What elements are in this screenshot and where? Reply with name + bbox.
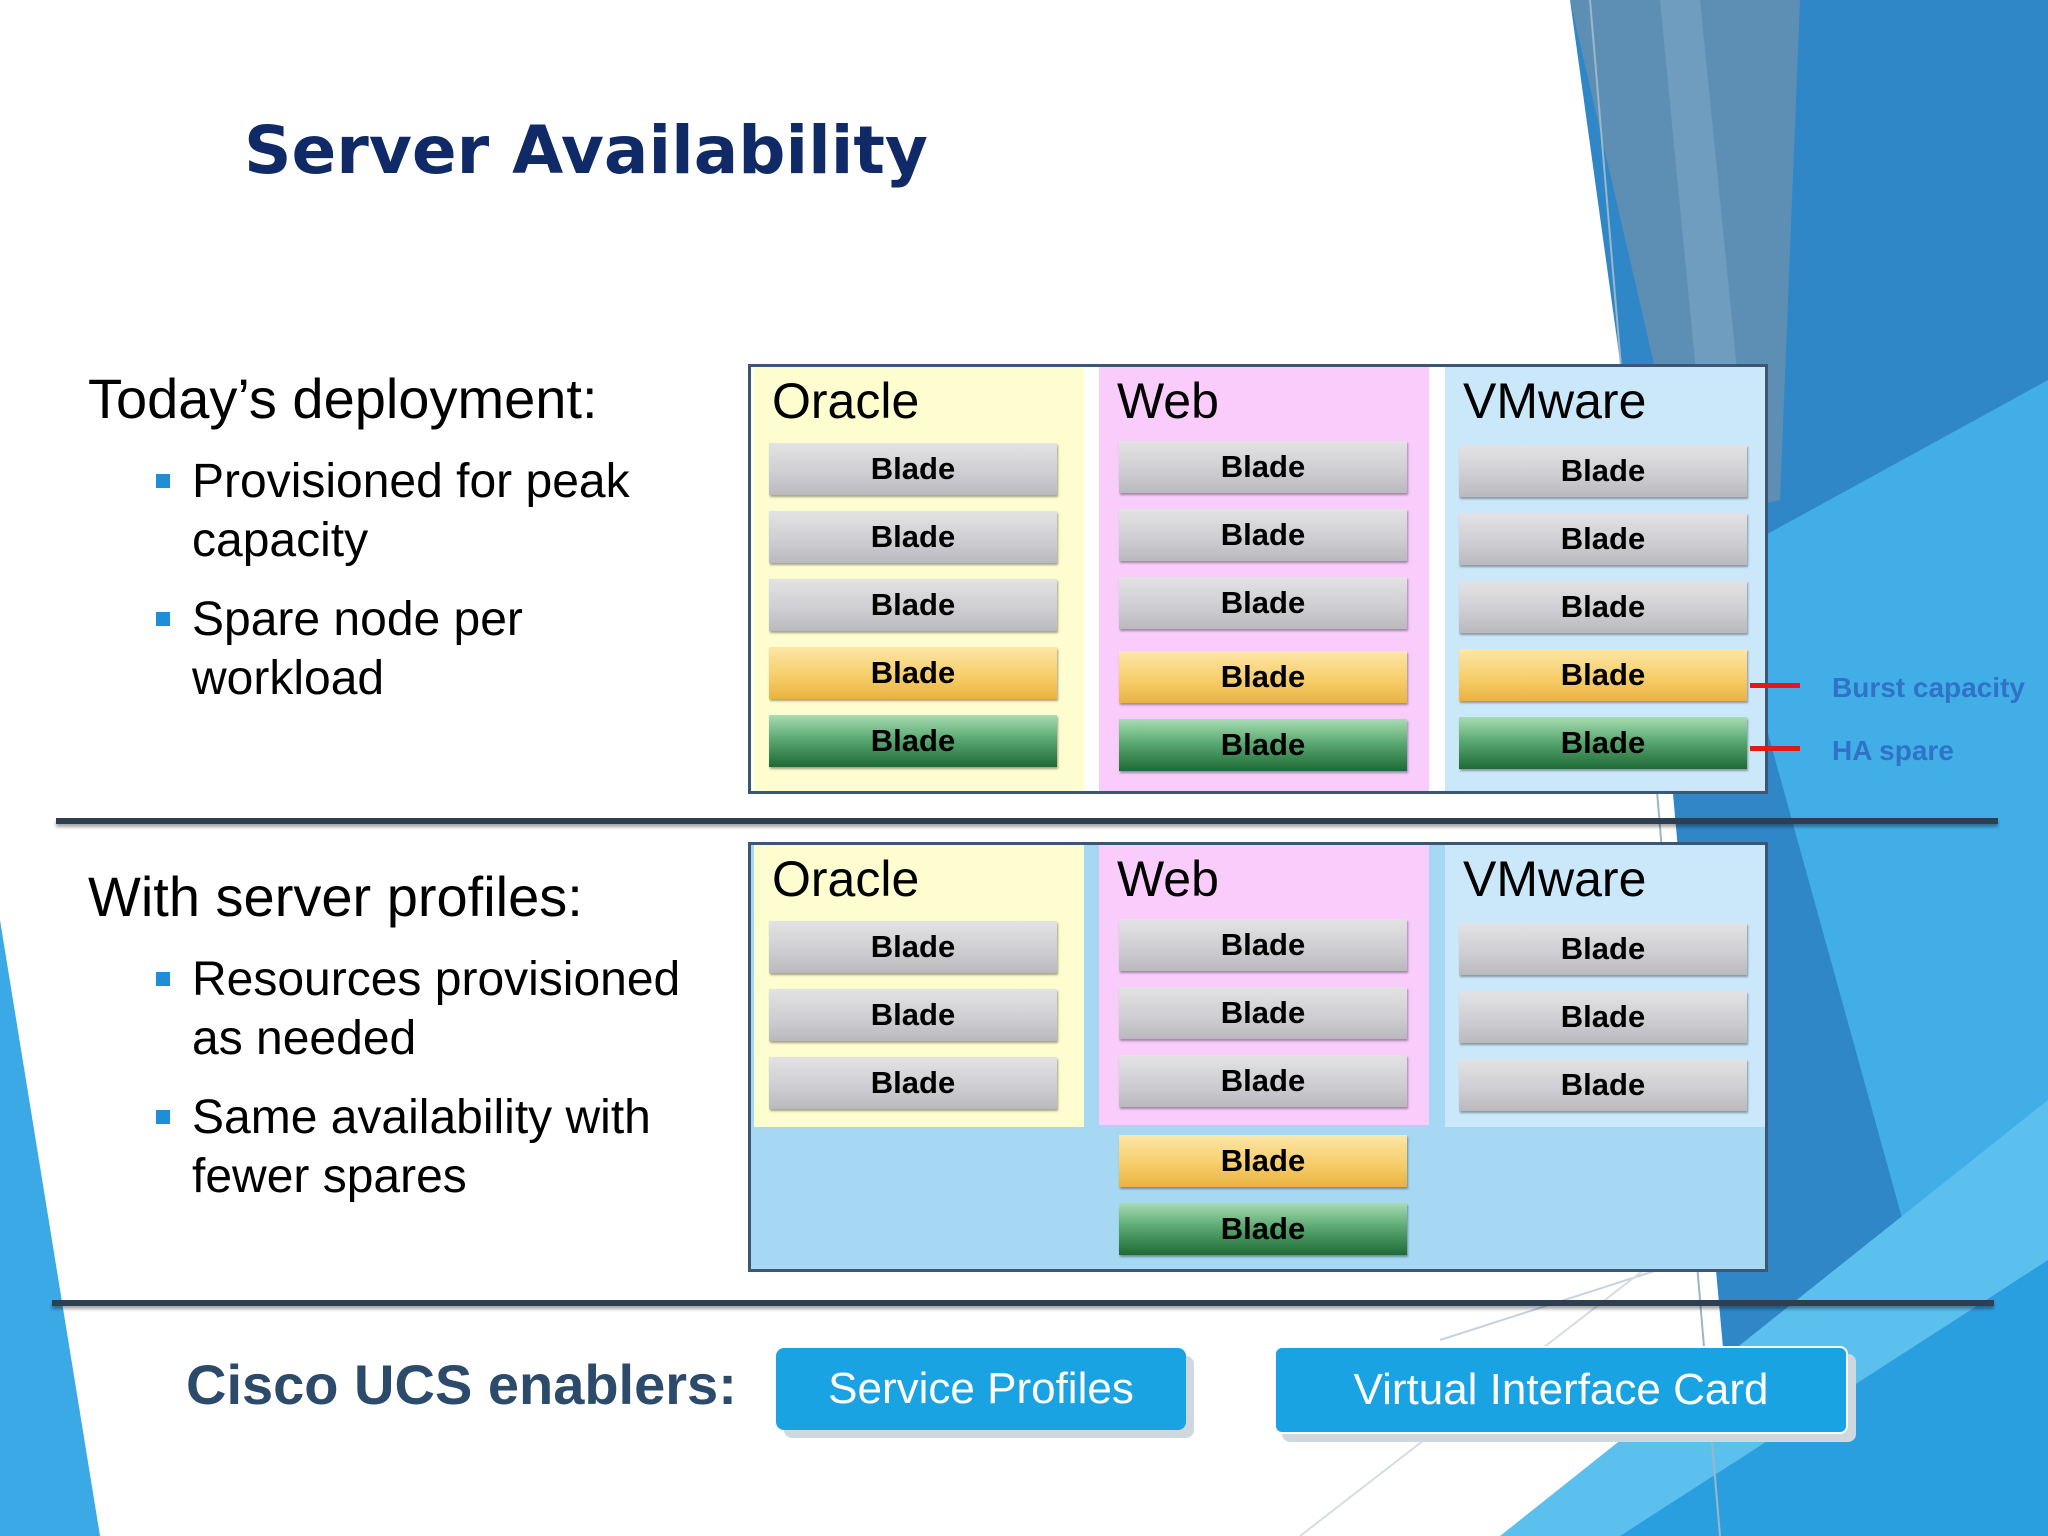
- blade: Blade: [769, 1057, 1057, 1109]
- top-web-column: Web Blade Blade Blade Blade Blade: [1099, 367, 1429, 791]
- shared-burst-blade: Blade: [1119, 1135, 1407, 1187]
- bottom-bullet-2: Same availability with fewer spares: [156, 1088, 732, 1206]
- top-bullet-1-text: Provisioned for peak capacity: [192, 455, 630, 567]
- top-bullet-2-text: Spare node per workload: [192, 593, 523, 705]
- ha-spare-label: HA spare: [1832, 735, 1954, 766]
- blade: Blade: [1119, 919, 1407, 971]
- blade: Blade: [769, 511, 1057, 563]
- bullet-marker: [156, 972, 170, 986]
- enablers-label: Cisco UCS enablers:: [186, 1353, 737, 1416]
- bottom-oracle-column: Oracle Blade Blade Blade: [754, 845, 1084, 1127]
- blade: Blade: [1459, 445, 1747, 497]
- top-vmware-column: VMware Blade Blade Blade Blade Blade: [1445, 367, 1765, 791]
- burst-blade: Blade: [769, 647, 1057, 699]
- top-bullet-2: Spare node per workload: [156, 590, 712, 708]
- blade: Blade: [769, 989, 1057, 1041]
- page-title: Server Availability: [244, 112, 928, 189]
- ha-spare-blade: Blade: [1459, 717, 1747, 769]
- ha-spare-blade: Blade: [769, 715, 1057, 767]
- blade: Blade: [1459, 513, 1747, 565]
- section-divider: [56, 818, 1998, 824]
- burst-legend-line: [1750, 683, 1800, 688]
- column-title-vmware: VMware: [1463, 851, 1647, 907]
- blade: Blade: [1119, 987, 1407, 1039]
- blade: Blade: [1459, 991, 1747, 1043]
- blade: Blade: [1459, 923, 1747, 975]
- virtual-interface-card-button[interactable]: Virtual Interface Card: [1274, 1346, 1848, 1434]
- server-profiles-panel: Oracle Blade Blade Blade Web Blade Blade…: [748, 842, 1768, 1272]
- ha-legend-line: [1750, 746, 1800, 751]
- blade: Blade: [769, 921, 1057, 973]
- bottom-bullet-1: Resources provisioned as needed: [156, 950, 732, 1068]
- bottom-web-column: Web Blade Blade Blade: [1099, 845, 1429, 1125]
- top-deployment-panel: Oracle Blade Blade Blade Blade Blade Web…: [748, 364, 1768, 794]
- column-title-web: Web: [1117, 373, 1219, 429]
- blade: Blade: [1119, 509, 1407, 561]
- column-title-vmware: VMware: [1463, 373, 1647, 429]
- shared-ha-spare-blade: Blade: [1119, 1203, 1407, 1255]
- bottom-vmware-column: VMware Blade Blade Blade: [1445, 845, 1765, 1127]
- blade: Blade: [1459, 1059, 1747, 1111]
- bullet-marker: [156, 1110, 170, 1124]
- blade: Blade: [1459, 581, 1747, 633]
- blade: Blade: [1119, 441, 1407, 493]
- top-oracle-column: Oracle Blade Blade Blade Blade Blade: [754, 367, 1084, 791]
- bottom-heading: With server profiles:: [88, 865, 583, 928]
- top-heading: Today’s deployment:: [88, 367, 598, 430]
- blade: Blade: [1119, 1055, 1407, 1107]
- bullet-marker: [156, 612, 170, 626]
- burst-capacity-label: Burst capacity: [1832, 672, 2025, 703]
- service-profiles-button[interactable]: Service Profiles: [776, 1348, 1186, 1430]
- ha-spare-blade: Blade: [1119, 719, 1407, 771]
- burst-blade: Blade: [1119, 651, 1407, 703]
- section-divider: [52, 1300, 1994, 1306]
- bullet-marker: [156, 474, 170, 488]
- column-title-oracle: Oracle: [772, 373, 920, 429]
- column-title-oracle: Oracle: [772, 851, 920, 907]
- blade: Blade: [1119, 577, 1407, 629]
- blade: Blade: [769, 579, 1057, 631]
- blade: Blade: [769, 443, 1057, 495]
- column-title-web: Web: [1117, 851, 1219, 907]
- bottom-bullet-2-text: Same availability with fewer spares: [192, 1091, 651, 1203]
- burst-blade: Blade: [1459, 649, 1747, 701]
- bottom-bullet-1-text: Resources provisioned as needed: [192, 953, 681, 1065]
- top-bullet-1: Provisioned for peak capacity: [156, 452, 712, 570]
